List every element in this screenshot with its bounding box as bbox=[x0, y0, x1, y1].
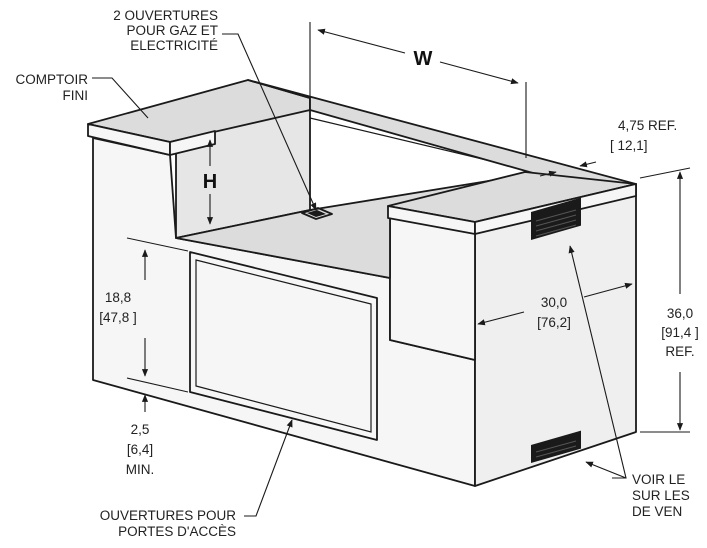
label-counter-line1: COMPTOIR bbox=[15, 72, 88, 87]
opening-ext-bottom bbox=[126, 377, 189, 393]
label-height: H bbox=[203, 171, 217, 193]
label-depth-line2: [76,2] bbox=[537, 315, 571, 330]
label-access-line1: OUVERTURES POUR bbox=[100, 508, 237, 523]
label-width: W bbox=[414, 48, 433, 70]
label-openings-line3: ELECTRICITÉ bbox=[130, 38, 218, 53]
height-ext-top bbox=[639, 167, 691, 179]
label-ref-line1: 4,75 REF. bbox=[618, 118, 677, 133]
access-door-opening bbox=[189, 251, 378, 441]
label-depth-line1: 30,0 bbox=[541, 295, 567, 310]
depth-dim-right bbox=[583, 282, 633, 298]
ref-dim-left bbox=[539, 170, 557, 177]
depth-dim-left bbox=[477, 311, 525, 326]
label-vents-line3: DE VEN bbox=[632, 504, 682, 519]
label-total-height-line3: REF. bbox=[665, 344, 694, 359]
leader-counter-top bbox=[92, 77, 149, 119]
text-labels: 2 OUVERTURES POUR GAZ ET ELECTRICITÉ COM… bbox=[15, 8, 698, 539]
dimension-lines bbox=[126, 22, 691, 433]
upper-vent-slats bbox=[535, 209, 577, 237]
label-total-height-line1: 36,0 bbox=[667, 306, 693, 321]
counter-tops bbox=[87, 79, 637, 235]
label-access-line2: PORTES D'ACCÈS bbox=[118, 524, 236, 539]
leaders bbox=[92, 33, 627, 517]
label-openings-line2: POUR GAZ ET bbox=[126, 23, 218, 38]
vents bbox=[531, 197, 581, 463]
label-opening-height-line1: 18,8 bbox=[105, 290, 131, 305]
left-counter-top-side bbox=[169, 130, 216, 156]
opening-ext-top bbox=[126, 237, 189, 252]
leader-vent-lower bbox=[585, 461, 627, 479]
back-top-strip bbox=[247, 79, 637, 193]
label-vents-line2: SUR LES bbox=[632, 488, 690, 503]
label-clearance-line1: 2,5 bbox=[131, 422, 150, 437]
w-dim-right bbox=[439, 61, 519, 85]
label-opening-height-line2: [47,8 ] bbox=[99, 310, 137, 325]
label-counter-line2: FINI bbox=[63, 88, 89, 103]
label-total-height-line2: [91,4 ] bbox=[661, 325, 699, 340]
ref-dim-right bbox=[579, 161, 597, 168]
label-vents-line1: VOIR LE bbox=[632, 472, 685, 487]
label-openings-line1: 2 OUVERTURES bbox=[113, 8, 218, 23]
access-door-outline bbox=[189, 251, 378, 441]
lower-vent-slats bbox=[535, 440, 577, 458]
label-clearance-line3: MIN. bbox=[126, 462, 155, 477]
leader-access-doors bbox=[244, 419, 293, 517]
label-ref-line2: [ 12,1] bbox=[610, 138, 648, 153]
w-dim-left bbox=[317, 28, 406, 54]
label-clearance-line2: [6,4] bbox=[127, 442, 153, 457]
utility-opening-hole bbox=[307, 210, 326, 217]
access-door-inner bbox=[195, 259, 372, 433]
leader-utility-opening bbox=[222, 33, 317, 211]
